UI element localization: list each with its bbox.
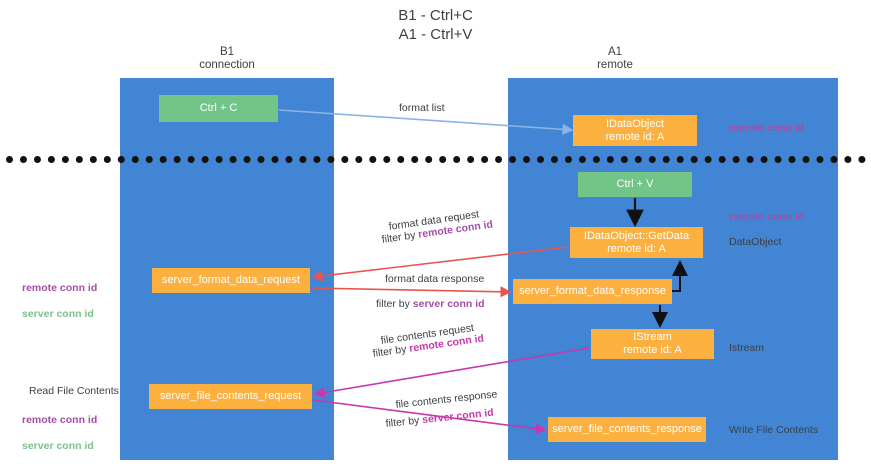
edge-label-format-list: format list [399,102,445,114]
node-idataobject-getdata[interactable]: IDataObject::GetData remote id: A [570,227,703,258]
edge-label-format-data-response: format data response [385,273,485,285]
filter-by-text: filter by [381,228,420,246]
filter-by-text: filter by [372,342,411,360]
annotation-write-file-contents: Write File Contents [729,424,819,436]
edge-label-filter-by-server-conn-id-1: filter by server conn id [376,298,485,311]
node-server-file-contents-request[interactable]: server_file_contents_request [149,384,312,409]
filter-by-text: filter by [385,414,423,430]
remote-conn-id-label: remote conn id [22,414,98,426]
annotation-conn-ids-bottom: remote conn id server conn id [22,401,97,466]
annotation-istream: Istream [729,342,765,354]
node-idataobject[interactable]: IDataObject remote id: A [573,115,697,146]
server-conn-id-label: server conn id [22,308,94,320]
annotation-remote-conn-id-top: remote conn id [729,122,805,134]
annotation-remote-conn-id-middle: remote conn id [729,211,805,223]
filter-by-text: filter by [376,298,413,310]
phase-divider [6,156,866,163]
server-conn-id-text: server conn id [412,298,485,310]
node-ctrl-c[interactable]: Ctrl + C [159,95,278,122]
remote-conn-id-label: remote conn id [22,282,98,294]
annotation-conn-ids-top: remote conn id server conn id [22,269,97,334]
server-conn-id-label: server conn id [22,440,94,452]
node-istream[interactable]: IStream remote id: A [591,329,714,359]
annotation-dataobject: DataObject [729,236,782,248]
node-server-file-contents-response[interactable]: server_file_contents_response [548,417,706,442]
server-conn-id-text: server conn id [421,406,495,427]
node-ctrl-v[interactable]: Ctrl + V [578,172,692,197]
page-title: B1 - Ctrl+C A1 - Ctrl+V [398,7,473,43]
annotation-read-file-contents: Read File Contents [29,385,119,397]
swimlane-a1-heading: A1 remote [597,46,633,71]
swimlane-b1-heading: B1 connection [199,46,255,71]
node-server-format-data-request[interactable]: server_format_data_request [152,268,310,293]
node-server-format-data-response[interactable]: server_format_data_response [513,279,672,304]
